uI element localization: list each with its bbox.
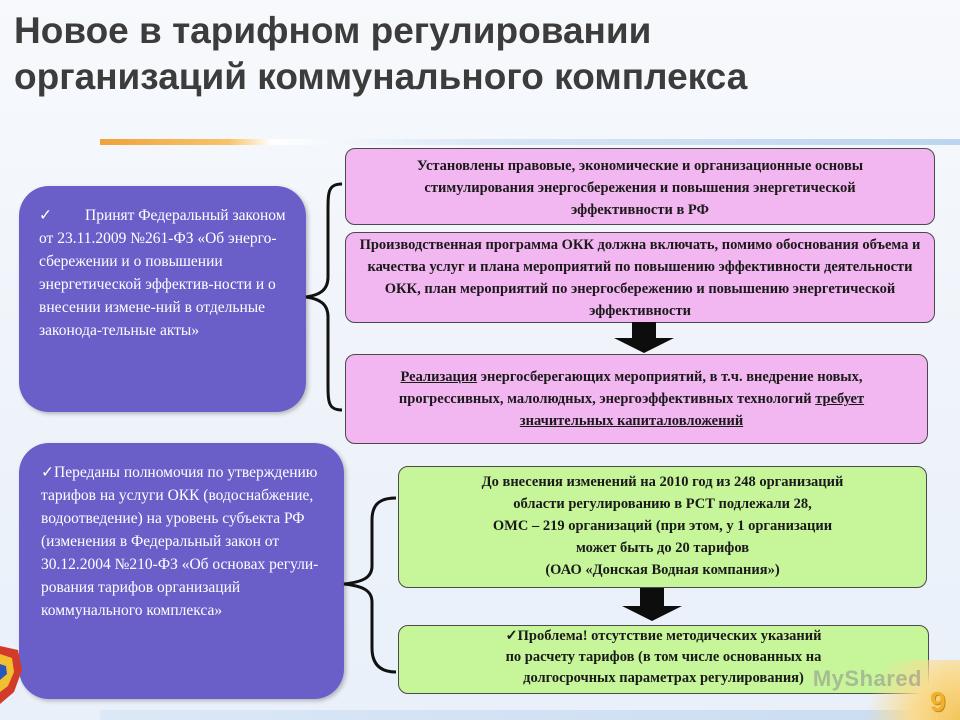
production-program-text: Производственная программа ОКК должна вк… bbox=[359, 237, 921, 319]
slide-title-line-2: организаций коммунального комплекса bbox=[14, 56, 748, 97]
corner-decoration bbox=[840, 660, 960, 720]
checkmark-icon: ✓ bbox=[39, 207, 52, 224]
organizations-line-4: может быть до 20 тарифов bbox=[575, 540, 750, 556]
coat-of-arms-icon bbox=[0, 646, 22, 704]
implementation-box: Реализация энергосберегающих мероприятий… bbox=[345, 354, 928, 444]
problem-line-2: по расчету тарифов (в том числе основанн… bbox=[505, 649, 822, 665]
checkmark-icon: ✓ bbox=[41, 464, 54, 481]
tariff-powers-text: Переданы полномочия по утверждению тариф… bbox=[41, 464, 319, 619]
organizations-line-2: области регулированию в РСТ подлежали 28… bbox=[513, 496, 812, 512]
legal-basis-text: Установлены правовые, экономические и ор… bbox=[416, 158, 864, 218]
brace-bottom bbox=[343, 496, 397, 674]
investment-emphasis: требует значительных капиталовложений bbox=[519, 391, 865, 429]
brace-top bbox=[305, 182, 343, 412]
tariff-powers-box: ✓Переданы полномочия по утверждению тари… bbox=[19, 443, 344, 699]
problem-line-3: долгосрочных параметрах регулирования) bbox=[523, 670, 804, 686]
title-divider bbox=[100, 139, 960, 145]
law-261-text: Принят Федеральный законом от 23.11.2009… bbox=[39, 207, 286, 339]
page-number: 9 bbox=[930, 686, 946, 717]
bottom-strip bbox=[100, 710, 960, 720]
organizations-line-5: (ОАО «Донская Водная компания») bbox=[545, 562, 780, 578]
implementation-middle: энергосберегающих мероприятий, в т.ч. вн… bbox=[398, 369, 863, 407]
legal-basis-box: Установлены правовые, экономические и ор… bbox=[345, 148, 935, 225]
organizations-line-3: ОМС – 219 организаций (при этом, у 1 орг… bbox=[492, 518, 833, 534]
problem-box: ✓Проблема! отсутствие методических указа… bbox=[398, 625, 929, 694]
problem-line-1: ✓Проблема! отсутствие методических указа… bbox=[505, 628, 822, 644]
implementation-text: Реализация энергосберегающих мероприятий… bbox=[346, 355, 927, 432]
production-program-box: Производственная программа ОКК должна вк… bbox=[345, 232, 935, 323]
down-arrow-icon bbox=[622, 588, 682, 621]
watermark-logo: MyShared bbox=[812, 666, 922, 691]
slide-title-line-1: Новое в тарифном регулировании bbox=[14, 10, 652, 51]
slide-title: Новое в тарифном регулировании организац… bbox=[14, 8, 914, 100]
down-arrow-icon bbox=[614, 322, 674, 353]
organizations-line-1: До внесения изменений на 2010 год из 248… bbox=[481, 474, 844, 490]
law-261-box: ✓Принят Федеральный законом от 23.11.200… bbox=[19, 186, 306, 412]
organizations-count-box: До внесения изменений на 2010 год из 248… bbox=[398, 466, 927, 588]
implementation-emphasis: Реализация bbox=[400, 369, 478, 385]
